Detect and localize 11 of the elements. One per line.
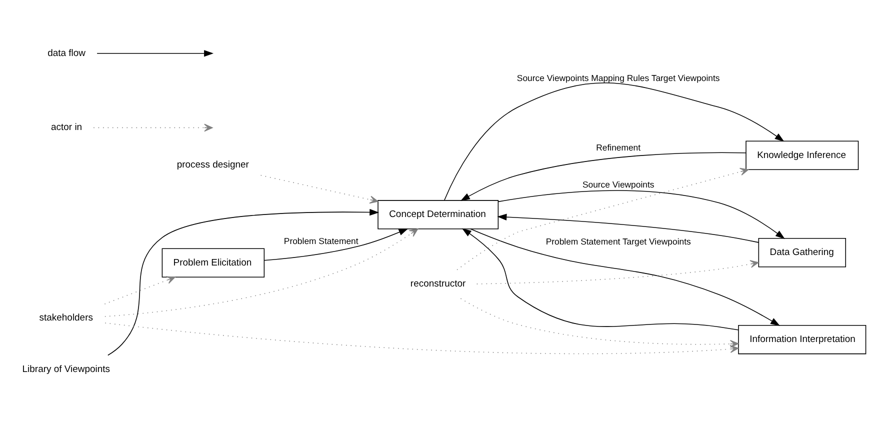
node-text: Library of Viewpoints	[22, 364, 110, 376]
edge-label: Source Viewpoints	[582, 180, 654, 190]
node-text: stakeholders	[39, 312, 93, 324]
edge-label: Problem Statement Target Viewpoints	[546, 236, 691, 247]
legend-label: actor in	[51, 122, 82, 134]
legend-label: data flow	[48, 48, 86, 59]
node-text: process designer	[176, 159, 249, 170]
edge-label: Refinement	[596, 142, 641, 152]
node-text: reconstructor	[410, 278, 466, 290]
edge-label: Source Viewpoints Mapping Rules Target Viewpoints	[516, 72, 720, 83]
edge-label: Problem Statement	[284, 236, 358, 246]
